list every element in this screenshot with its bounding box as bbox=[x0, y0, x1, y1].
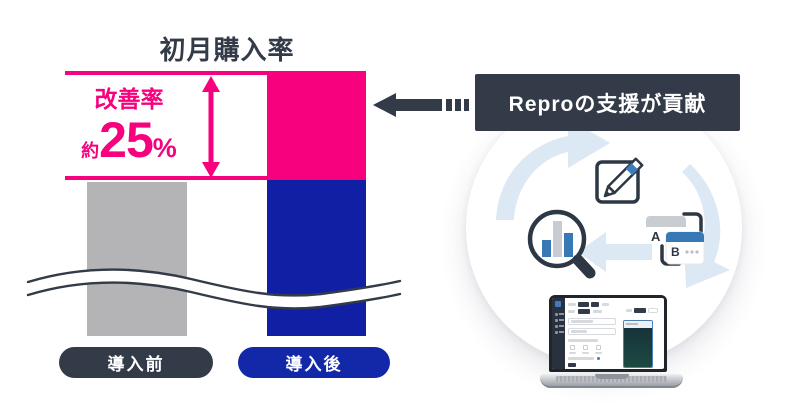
dashboard-logo bbox=[555, 301, 561, 307]
laptop-base bbox=[540, 374, 683, 388]
improvement-approx: 約 bbox=[81, 141, 100, 161]
dashboard-sidebar bbox=[552, 298, 565, 369]
magnifier-bar-chart-icon bbox=[527, 209, 596, 279]
improvement-label-block: 改善率 約 25 % bbox=[64, 84, 194, 166]
laptop-illustration bbox=[540, 293, 683, 390]
laptop-notch bbox=[594, 374, 629, 379]
improvement-label: 改善率 bbox=[94, 86, 164, 112]
chart-title: 初月購入率 bbox=[159, 35, 295, 65]
laptop-keyboard bbox=[556, 376, 667, 382]
laptop-dashboard-ui bbox=[552, 298, 664, 369]
improvement-value: 25 bbox=[99, 112, 154, 168]
axis-break-wave bbox=[26, 268, 402, 310]
improvement-unit: % bbox=[152, 133, 177, 163]
improvement-bottom-line bbox=[65, 176, 268, 180]
label-before: 導入前 bbox=[107, 355, 165, 374]
bar-after-improvement-segment bbox=[267, 71, 366, 180]
callout-text: Reproの支援が貢献 bbox=[508, 92, 707, 116]
edit-pencil-icon bbox=[595, 157, 644, 204]
phone-preview bbox=[623, 320, 653, 368]
label-after-pill: 導入後 bbox=[238, 347, 390, 378]
label-after: 導入後 bbox=[285, 355, 343, 374]
callout-box: Reproの支援が貢献 bbox=[475, 74, 740, 131]
bar-before bbox=[87, 182, 187, 336]
label-before-pill: 導入前 bbox=[59, 347, 213, 378]
improvement-top-line bbox=[65, 71, 366, 75]
callout-arrow-icon bbox=[373, 93, 469, 117]
ab-letter-a: A bbox=[651, 229, 661, 244]
ab-test-icon: A B bbox=[646, 212, 705, 266]
laptop-screen bbox=[549, 295, 667, 372]
bar-after bbox=[267, 180, 366, 336]
ab-letter-b: B bbox=[671, 245, 680, 259]
improvement-range-arrow-icon bbox=[202, 76, 220, 178]
